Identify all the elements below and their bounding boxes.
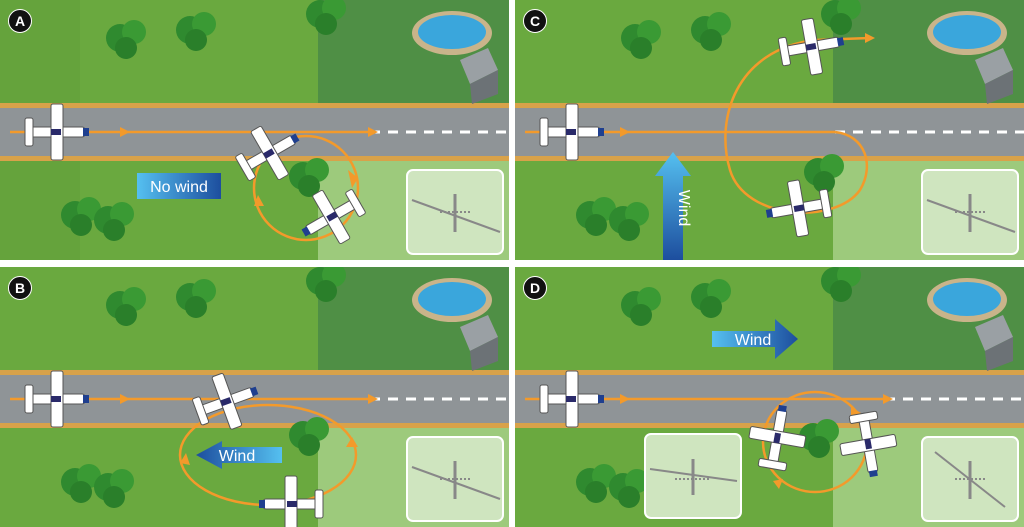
panel-c: Wind C: [515, 0, 1024, 260]
panel-b: Wind B: [0, 267, 509, 527]
panel-d: Wind D: [515, 267, 1024, 527]
wind-arrow: Wind: [655, 152, 692, 260]
no-wind-label: No wind: [137, 173, 221, 199]
svg-text:Wind: Wind: [675, 190, 692, 226]
panel-label-c: C: [523, 9, 547, 33]
plane-icon: [406, 436, 504, 522]
svg-text:Wind: Wind: [219, 448, 255, 465]
scene-c: Wind: [515, 0, 1024, 260]
wind-arrow: Wind: [196, 441, 282, 469]
pond: [927, 11, 1007, 55]
plane-icon: [406, 169, 504, 255]
wind-arrow: Wind: [712, 319, 798, 359]
panel-a: No wind A: [0, 0, 509, 260]
pond: [412, 11, 492, 55]
plane-icon: [644, 433, 742, 519]
plane-icon: [921, 169, 1019, 255]
house: [975, 48, 1013, 104]
svg-text:No wind: No wind: [150, 179, 208, 196]
house: [460, 315, 498, 371]
house: [975, 315, 1013, 371]
house: [460, 48, 498, 104]
panel-label-b: B: [8, 276, 32, 300]
svg-text:Wind: Wind: [735, 332, 771, 349]
plane-icon: [921, 436, 1019, 522]
scene-a: No wind: [0, 0, 509, 260]
panel-label-d: D: [523, 276, 547, 300]
scene-b: Wind: [0, 267, 509, 527]
scene-d: Wind: [515, 267, 1024, 527]
turn-path: [252, 134, 360, 242]
pond: [412, 278, 492, 322]
panel-label-a: A: [8, 9, 32, 33]
pond: [927, 278, 1007, 322]
